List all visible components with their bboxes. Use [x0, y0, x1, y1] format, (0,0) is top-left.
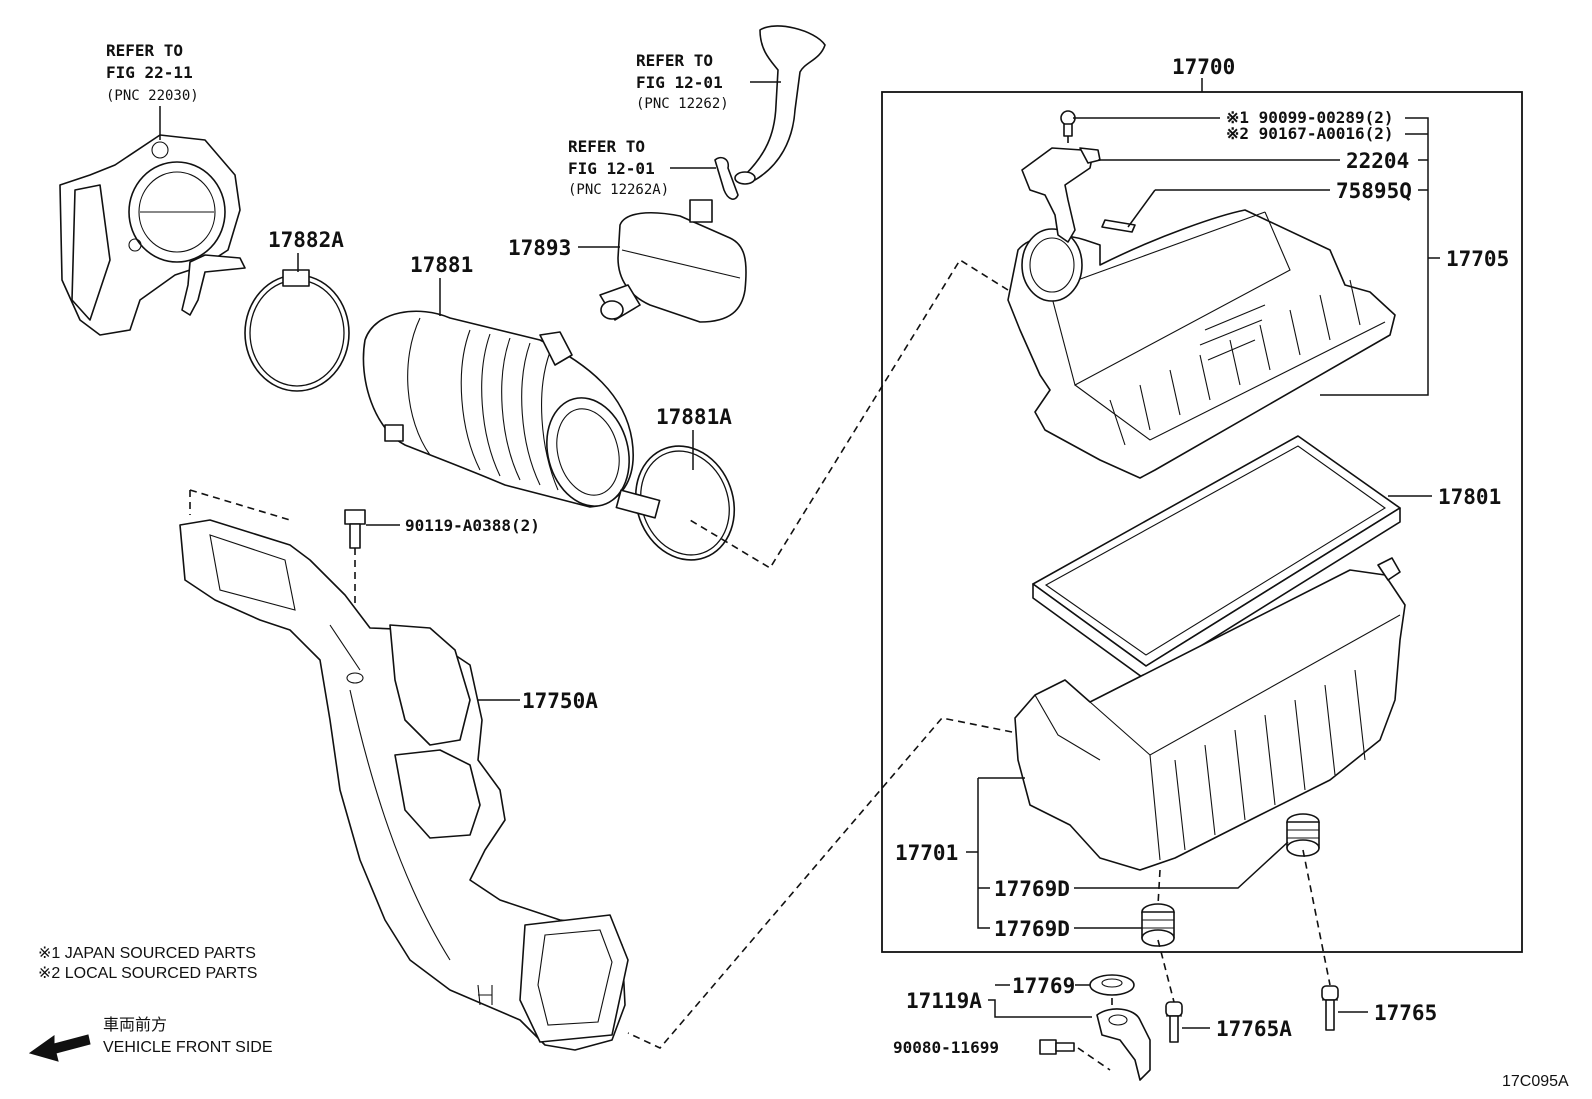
resonator-17893 [599, 199, 747, 323]
ref-hose-top-line3: (PNC 12262) [636, 96, 729, 112]
ref-throttle-line1: REFER TO [106, 41, 183, 60]
ref-throttle-line3: (PNC 22030) [106, 88, 199, 104]
note-local-sourced: ※2 LOCAL SOURCED PARTS [38, 965, 257, 982]
label-17701: 17701 [895, 841, 958, 865]
label-90167: ※2 90167-A0016(2) [1226, 124, 1394, 143]
label-17881: 17881 [410, 253, 473, 277]
label-17801: 17801 [1438, 485, 1501, 509]
front-arrow-icon [28, 1034, 91, 1062]
cleaner-case-17701 [1014, 557, 1406, 871]
cushion-17769 [1089, 974, 1135, 996]
grommet-17769d-right [1286, 813, 1320, 857]
ref-throttle-line2: FIG 22-11 [106, 63, 193, 82]
intake-duct-17750a [179, 519, 629, 1051]
breather-hose [714, 25, 826, 200]
ref-hose-clip-line3: (PNC 12262A) [568, 182, 669, 198]
label-17700: 17700 [1172, 55, 1235, 79]
grommet-17769d-left [1141, 903, 1175, 947]
air-hose-17881 [362, 310, 634, 508]
label-17893: 17893 [508, 236, 571, 260]
label-17769d-1: 17769D [994, 877, 1070, 901]
label-17765: 17765 [1374, 1001, 1437, 1025]
label-22204: 22204 [1346, 149, 1409, 173]
label-17119a: 17119A [906, 989, 982, 1013]
air-filter-element-17801 [1032, 435, 1401, 681]
clamp-17881a [615, 445, 736, 561]
bolt-90080 [1039, 1039, 1075, 1055]
label-plate-75895q [1101, 219, 1136, 233]
bracket-17119a [1096, 1008, 1151, 1081]
label-17769: 17769 [1012, 974, 1075, 998]
note-japan-sourced: ※1 JAPAN SOURCED PARTS [38, 945, 256, 962]
throttle-body [59, 134, 246, 336]
label-17769d-2: 17769D [994, 917, 1070, 941]
label-17882a: 17882A [268, 228, 344, 252]
label-17765a: 17765A [1216, 1017, 1292, 1041]
air-flow-meter-22204 [1021, 110, 1101, 243]
ref-hose-top-line2: FIG 12-01 [636, 73, 723, 92]
label-90119: 90119-A0388(2) [405, 516, 540, 535]
label-17881a: 17881A [656, 405, 732, 429]
diagram-code: 17C095A [1502, 1073, 1569, 1090]
ref-hose-top-line1: REFER TO [636, 51, 713, 70]
label-17750a: 17750A [522, 689, 598, 713]
cleaner-cap-17705 [1007, 209, 1396, 479]
ref-hose-clip-line2: FIG 12-01 [568, 159, 655, 178]
label-90080: 90080-11699 [893, 1038, 999, 1057]
front-side-en: VEHICLE FRONT SIDE [103, 1039, 273, 1056]
label-75895q: 75895Q [1336, 179, 1412, 203]
front-side-jp: 車両前方 [103, 1016, 167, 1034]
pin-17765a [1165, 1001, 1183, 1043]
pin-17765 [1321, 985, 1339, 1031]
ref-hose-clip-line1: REFER TO [568, 137, 645, 156]
label-90099: ※1 90099-00289(2) [1226, 108, 1394, 127]
clamp-17882a [244, 269, 350, 392]
label-17705: 17705 [1446, 247, 1509, 271]
